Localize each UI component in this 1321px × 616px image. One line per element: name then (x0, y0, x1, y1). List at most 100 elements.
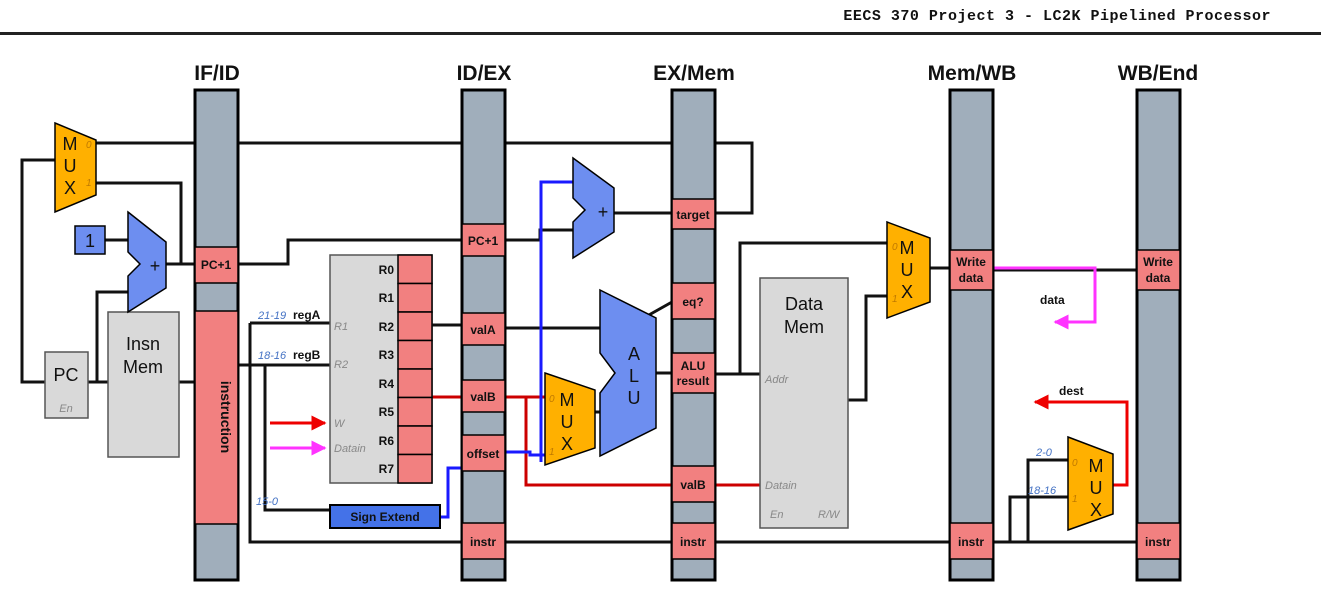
branch-adder (572, 156, 615, 260)
alu-letter-l: L (629, 366, 639, 386)
memwb-instr-field: instr (958, 535, 984, 549)
alu (599, 288, 657, 458)
stage-label-idex: ID/EX (457, 62, 512, 85)
wb-mux-letter-x: X (901, 282, 913, 302)
data-mem-datain-port: Datain (765, 480, 797, 492)
exmem-valb-field: valB (680, 478, 706, 492)
register-r0-label: R0 (379, 263, 395, 277)
constant-one-label: 1 (85, 231, 95, 251)
data-mem-addr-port: Addr (764, 374, 790, 386)
title-bar: EECS 370 Project 3 - LC2K Pipelined Proc… (0, 0, 1321, 35)
wb-mux-letter-m: M (900, 238, 915, 258)
register-r5-label: R5 (379, 405, 395, 419)
pc-mux-letter-u: U (64, 156, 77, 176)
register-r7-label: R7 (379, 462, 395, 476)
register-r1-label: R1 (379, 291, 395, 305)
writeback-mux (886, 220, 931, 320)
pc-mux-letter-m: M (63, 134, 78, 154)
idex-instr-field: instr (470, 535, 496, 549)
pc-mux (54, 121, 97, 214)
register-cells (397, 254, 433, 484)
pc-mux-letter-x: X (64, 178, 76, 198)
blue-wires (440, 180, 573, 519)
wbend-data-field: data (1146, 271, 1171, 285)
data-mem-en-port: En (770, 509, 783, 521)
data-mem-label-2: Mem (784, 317, 824, 337)
data-wire-label: data (1040, 293, 1065, 307)
memwb-write-field: Write (956, 255, 986, 269)
register-r4-label: R4 (379, 377, 395, 391)
regfile-port-w: W (334, 418, 346, 430)
insn-mem-block (107, 311, 180, 458)
dest-wire-label: dest (1059, 384, 1084, 398)
alu-letter-u: U (628, 388, 641, 408)
insn-mem-label-2: Mem (123, 357, 163, 377)
constant-one-block (74, 225, 106, 255)
page-title: EECS 370 Project 3 - LC2K Pipelined Proc… (843, 8, 1271, 25)
register-r2-label: R2 (379, 320, 395, 334)
wbend-write-field: Write (1143, 255, 1173, 269)
pc-mux-sel1: 1 (86, 178, 92, 189)
offset-bits-label: 15-0 (256, 496, 279, 508)
alu-mux-sel0: 0 (549, 394, 555, 405)
regB-bits-label: 18-16 (258, 350, 287, 362)
sign-extend-label: Sign Extend (350, 510, 419, 524)
dest-mux-letter-x: X (1090, 500, 1102, 520)
stage-label-ifid: IF/ID (194, 62, 240, 85)
register-r3-label: R3 (379, 348, 395, 362)
idex-valb-field: valB (470, 390, 496, 404)
regA-label: regA (293, 308, 321, 322)
dest-mux-letter-m: M (1089, 456, 1104, 476)
regfile-port-r2: R2 (334, 359, 348, 371)
dest-mux-letter-u: U (1090, 478, 1103, 498)
exmem-alu-field: ALU (681, 359, 706, 373)
alu-mux-sel1: 1 (549, 447, 555, 458)
dest-mux-sel0: 0 (1072, 458, 1078, 469)
data-mem-rw-port: R/W (818, 509, 841, 521)
wb-mux-letter-u: U (901, 260, 914, 280)
idex-offset-field: offset (467, 447, 500, 461)
regA-bits-label: 21-19 (257, 310, 286, 322)
regB-label: regB (293, 348, 321, 362)
alu-mux-letter-m: M (560, 390, 575, 410)
alu-mux (544, 371, 596, 467)
exmem-instr-field: instr (680, 535, 706, 549)
alu-letter-a: A (628, 344, 640, 364)
data-mem-label-1: Data (785, 294, 824, 314)
stage-label-memwb: Mem/WB (928, 62, 1017, 85)
pc-mux-sel0: 0 (86, 140, 92, 151)
memwb-data-field: data (959, 271, 984, 285)
dest-mux (1067, 435, 1114, 532)
pc-block (44, 351, 89, 419)
ifid-pc1-field: PC+1 (201, 258, 232, 272)
pc-label: PC (53, 365, 78, 385)
sign-extend-block (329, 504, 441, 529)
wb-mux-sel1: 1 (892, 294, 898, 305)
idex-pc1-field: PC+1 (468, 234, 499, 248)
black-wires (20, 141, 1137, 544)
exmem-target-field: target (676, 208, 709, 222)
dest-bits-0-label: 2-0 (1035, 447, 1053, 459)
dest-bits-1-label: 18-16 (1028, 485, 1057, 497)
alu-mux-letter-u: U (561, 412, 574, 432)
ifid-instruction-field: instruction (218, 381, 234, 453)
regfile-port-r1: R1 (334, 321, 348, 333)
wb-mux-sel0: 0 (892, 242, 898, 253)
branch-adder-plus-label: + (598, 202, 609, 222)
wbend-instr-field: instr (1145, 535, 1171, 549)
pc-adder (127, 210, 167, 314)
alu-mux-letter-x: X (561, 434, 573, 454)
idex-vala-field: valA (470, 323, 496, 337)
data-mem-block (759, 277, 849, 529)
stage-label-exmem: EX/Mem (653, 62, 735, 85)
pc-adder-plus-label: + (150, 256, 161, 276)
pipeline-fields (194, 198, 1181, 560)
stage-label-wbend: WB/End (1118, 62, 1198, 85)
regfile-port-datain: Datain (334, 443, 366, 455)
exmem-result-field: result (677, 374, 710, 388)
insn-mem-label-1: Insn (126, 334, 160, 354)
pc-enable-label: En (59, 403, 72, 415)
magenta-wires (270, 266, 1097, 456)
register-r6-label: R6 (379, 434, 395, 448)
